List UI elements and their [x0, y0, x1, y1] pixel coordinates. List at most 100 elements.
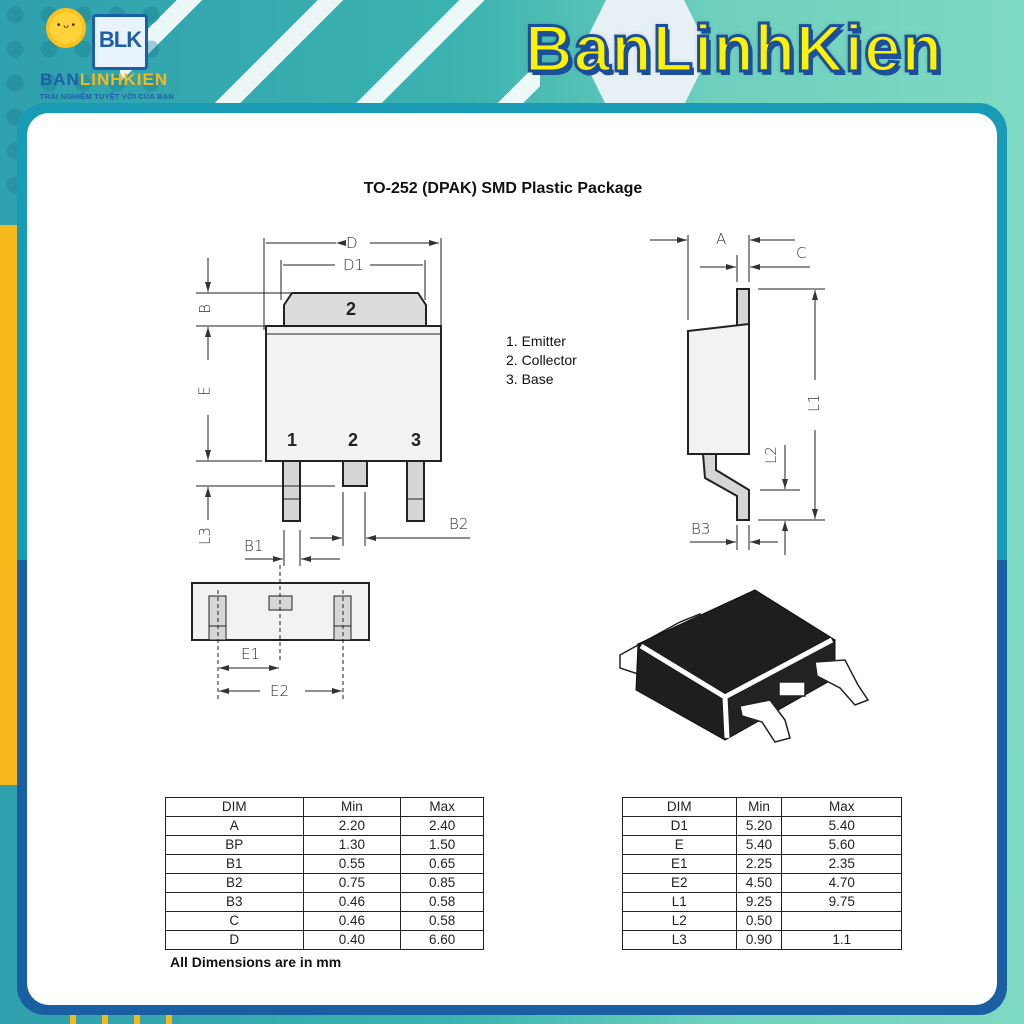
table-cell: 1.50 — [400, 835, 484, 855]
pin-legend-item: 1. Emitter — [506, 333, 566, 349]
table-cell: 4.70 — [781, 873, 902, 893]
table-cell: 2.20 — [302, 816, 402, 836]
dim-label-b2: B2 — [449, 515, 469, 533]
table-cell: 0.58 — [400, 911, 484, 931]
table-cell: 0.90 — [735, 930, 783, 950]
table-cell: 5.20 — [735, 816, 783, 836]
units-note: All Dimensions are in mm — [170, 954, 342, 970]
table-cell: 0.40 — [302, 930, 402, 950]
dim-label-d1: D1 — [343, 256, 365, 274]
table-cell: L1 — [622, 892, 737, 912]
table-cell: E — [622, 835, 737, 855]
table-header: Max — [400, 797, 484, 817]
logo-name: BANLINHKIEN — [40, 70, 168, 90]
dim-label-c: C — [796, 244, 807, 262]
side-view — [650, 235, 825, 555]
table-cell: 2.40 — [400, 816, 484, 836]
pin-label-1: 1 — [287, 430, 298, 450]
dim-label-e1: E1 — [241, 645, 261, 663]
table-cell: A — [165, 816, 304, 836]
table-cell: E2 — [622, 873, 737, 893]
table-cell: 0.46 — [302, 911, 402, 931]
table-header-row: DIM Min Max — [622, 797, 902, 817]
sun-icon: • ᴗ • — [50, 12, 82, 44]
table-header: DIM — [622, 797, 737, 817]
table-cell: 0.65 — [400, 854, 484, 874]
table-cell — [781, 911, 902, 931]
bottom-view — [191, 565, 370, 700]
table-cell: 1.30 — [302, 835, 402, 855]
chip-icon: BLK — [92, 14, 148, 70]
dim-label-b: B — [195, 304, 214, 314]
front-view — [196, 238, 470, 566]
dim-label-l2: L2 — [761, 446, 780, 464]
pin-legend-item: 3. Base — [506, 371, 554, 387]
pin-label-2: 2 — [348, 430, 359, 450]
dim-label-a: A — [716, 230, 727, 248]
logo-name-part1: BAN — [40, 70, 80, 89]
diagram-title-text: TO-252 (DPAK) SMD Plastic Package — [363, 180, 643, 197]
pin-legend: 1. Emitter 2. Collector 3. Base — [506, 332, 577, 389]
table-cell: 0.46 — [302, 892, 402, 912]
sun-face: • ᴗ • — [56, 20, 76, 31]
table-cell: D — [165, 930, 304, 950]
table-cell: L3 — [622, 930, 737, 950]
logo-slogan: TRẢI NGHIỆM TUYỆT VỜI CỦA BẠN — [40, 92, 175, 101]
dim-label-e: E — [195, 386, 214, 396]
logo-mark: BLK — [98, 27, 142, 52]
table-cell: 0.58 — [400, 892, 484, 912]
table-cell: B1 — [165, 854, 304, 874]
table-cell: 4.50 — [735, 873, 783, 893]
table-cell: 2.25 — [735, 854, 783, 874]
dim-label-e2: E2 — [270, 682, 290, 700]
dim-label-d: D — [346, 234, 358, 252]
package-3d-view — [619, 589, 870, 743]
table-cell: 5.60 — [781, 835, 902, 855]
tab-label: 2 — [346, 299, 357, 319]
pin-label-3: 3 — [411, 430, 422, 450]
table-cell: 0.85 — [400, 873, 484, 893]
table-cell: 9.25 — [735, 892, 783, 912]
table-cell: 5.40 — [781, 816, 902, 836]
logo-name-part2: LINHKIEN — [79, 70, 169, 89]
background-hexagon — [580, 0, 710, 105]
table-cell: D1 — [622, 816, 737, 836]
table-cell: 6.60 — [400, 930, 484, 950]
table-header: Min — [302, 797, 402, 817]
table-cell: 1.1 — [781, 930, 902, 950]
table-cell: 2.35 — [781, 854, 902, 874]
table-cell: 0.55 — [302, 854, 402, 874]
pin-legend-item: 2. Collector — [506, 352, 577, 368]
table-cell: 5.40 — [735, 835, 783, 855]
table-header-row: DIM Min Max — [165, 797, 484, 817]
dim-label-l3: L3 — [195, 527, 214, 545]
table-header: DIM — [165, 797, 304, 817]
table-header: Max — [781, 797, 902, 817]
table-cell: E1 — [622, 854, 737, 874]
table-cell: 0.50 — [735, 911, 783, 931]
table-cell: L2 — [622, 911, 737, 931]
brand-title: BanLinhKien — [524, 10, 944, 87]
table-cell: 9.75 — [781, 892, 902, 912]
table-cell: 0.75 — [302, 873, 402, 893]
table-cell: BP — [165, 835, 304, 855]
table-cell: B3 — [165, 892, 304, 912]
background-yellow-band — [0, 225, 20, 785]
dim-label-l1: L1 — [804, 394, 823, 412]
table-header: Min — [735, 797, 783, 817]
